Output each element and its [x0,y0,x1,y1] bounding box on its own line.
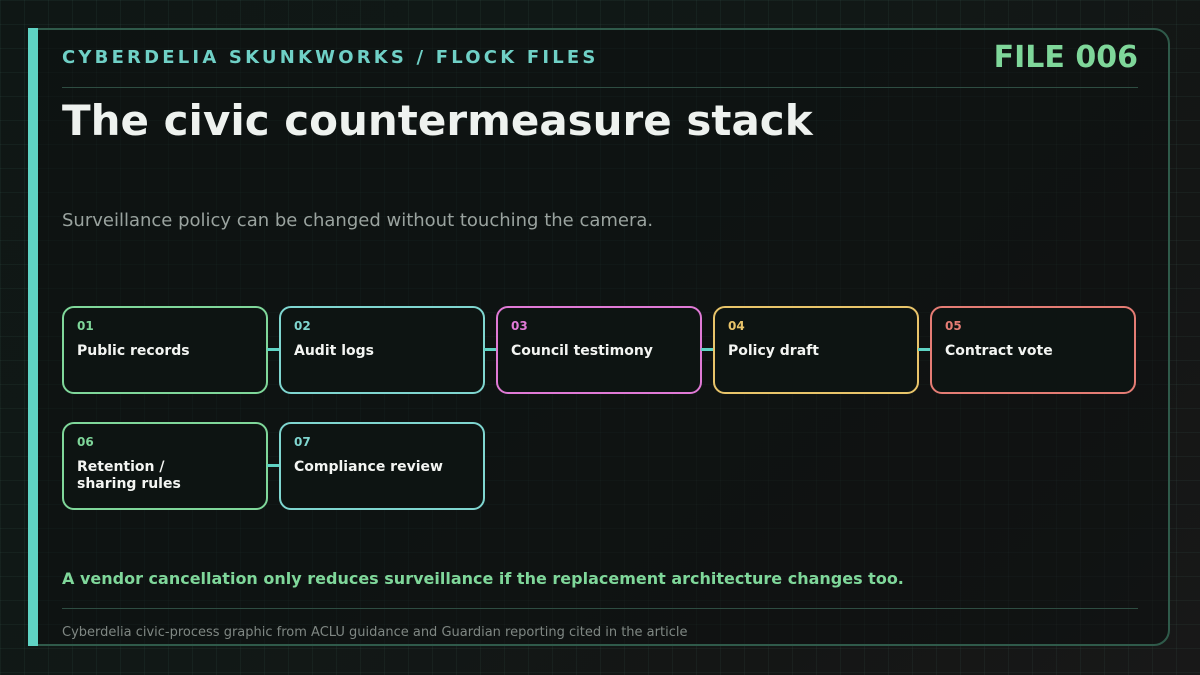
file-number: FILE 006 [993,40,1138,75]
key-takeaway: A vendor cancellation only reduces surve… [62,569,904,588]
step-number: 01 [77,319,94,333]
step-number: 03 [511,319,528,333]
step-connector [484,348,497,351]
step-label: Public records [77,343,190,359]
step-number: 04 [728,319,745,333]
step-connector [267,348,280,351]
page-subtitle: Surveillance policy can be changed witho… [62,210,654,231]
step-label: Compliance review [294,459,443,475]
step-label: Council testimony [511,343,653,359]
step-number: 07 [294,435,311,449]
page-title: The civic countermeasure stack [62,96,813,145]
footer-divider [62,608,1138,609]
source-credit: Cyberdelia civic-process graphic from AC… [62,625,688,640]
step-connector [267,464,280,467]
step-number: 05 [945,319,962,333]
step-label: Policy draft [728,343,819,359]
step-connector [701,348,714,351]
step-number: 02 [294,319,311,333]
kicker-label: CYBERDELIA SKUNKWORKS / FLOCK FILES [62,47,599,68]
header-divider [62,87,1138,88]
step-connector [918,348,931,351]
step-label: Contract vote [945,343,1053,359]
accent-bar [28,28,38,646]
step-label: Retention /sharing rules [77,459,181,492]
step-label: Audit logs [294,343,374,359]
step-number: 06 [77,435,94,449]
